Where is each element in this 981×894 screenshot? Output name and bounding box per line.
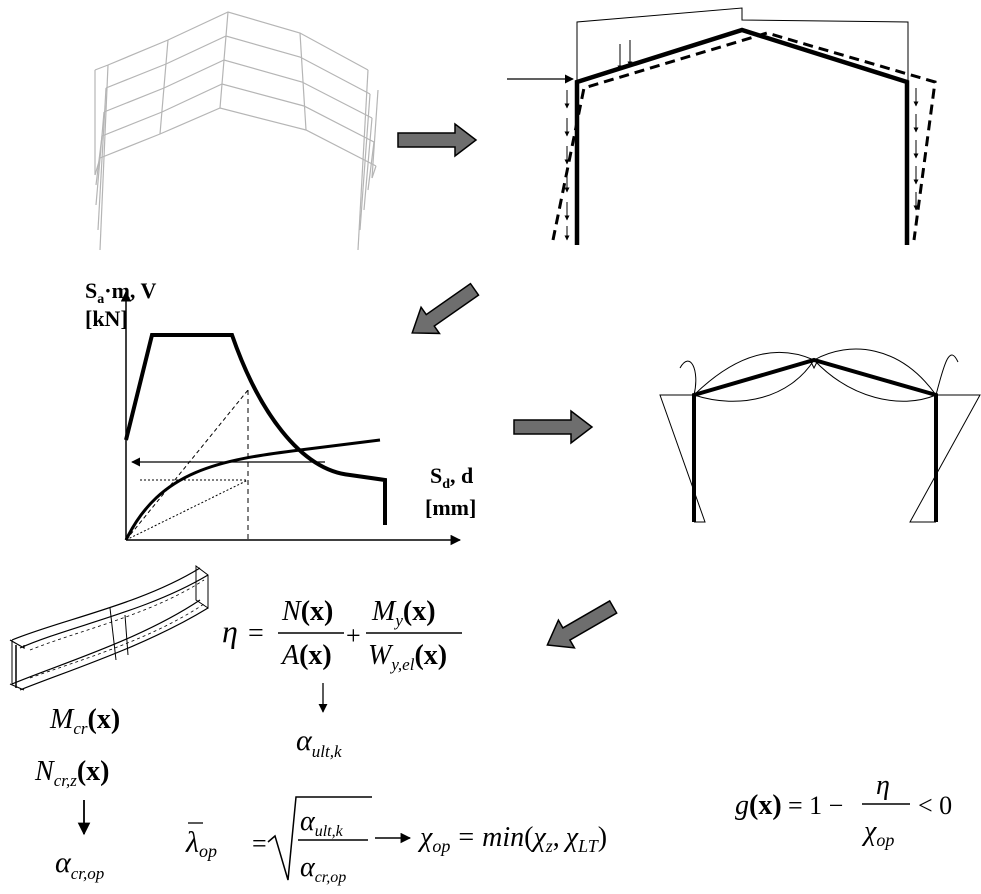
svg-text:A(x): A(x) — [280, 640, 332, 671]
limit-state-function: g(x) = 1 − η χop < 0 — [735, 770, 952, 850]
svg-text:My(x): My(x) — [371, 596, 436, 630]
svg-text:Wy,el(x): Wy,el(x) — [368, 640, 447, 674]
svg-text:η: η — [222, 613, 238, 649]
svg-text:=: = — [248, 618, 264, 649]
moment-diagram-frame — [659, 348, 981, 523]
svg-text:< 0: < 0 — [918, 791, 952, 820]
svg-text:N(x): N(x) — [281, 596, 333, 627]
block-arrow-right-1 — [397, 122, 478, 158]
svg-text:αult,k: αult,k — [300, 806, 344, 840]
loaded-frame — [507, 7, 937, 245]
capacity-curve — [124, 438, 381, 541]
svg-text:χop: χop — [861, 816, 894, 850]
x-axis-unit: [mm] — [425, 495, 476, 520]
n-cr-z-formula: Ncr,z(x) — [34, 756, 110, 790]
lambda-formula: λop = αult,k αcr,op — [185, 796, 412, 886]
svg-text:λop: λop — [185, 826, 217, 861]
svg-text:= 1 −: = 1 − — [788, 791, 843, 820]
svg-text:g(x): g(x) — [735, 790, 782, 821]
block-arrow-down-left-2 — [546, 599, 618, 649]
block-arrow-right-2 — [513, 409, 594, 445]
chi-op-formula: χop=min(χz,χLT) — [417, 822, 607, 856]
eta-formula: η = N(x) A(x) + My(x) Wy,el(x) — [222, 596, 462, 674]
svg-text:η: η — [876, 770, 890, 801]
svg-text:+: + — [346, 621, 361, 650]
block-arrow-down-left-1 — [411, 282, 480, 335]
demand-spectrum-curve — [124, 333, 387, 525]
alpha-cr-op: αcr,op — [55, 846, 104, 883]
alpha-ult-k: αult,k — [296, 724, 342, 761]
svg-text:=: = — [252, 829, 267, 858]
svg-text:αcr,op: αcr,op — [300, 852, 346, 886]
frame-3d-wireframe — [94, 11, 379, 251]
m-cr-formula: Mcr(x) — [49, 704, 120, 738]
capacity-plot-labels: Sa·m, V [kN] Sd, d [mm] — [85, 278, 476, 520]
y-axis-label: Sa·m, V — [85, 278, 157, 307]
i-beam-buckling — [9, 565, 209, 691]
y-axis-unit: [kN] — [85, 306, 128, 331]
capacity-spectrum-plot — [120, 290, 462, 546]
x-axis-label: Sd, d — [430, 463, 473, 492]
